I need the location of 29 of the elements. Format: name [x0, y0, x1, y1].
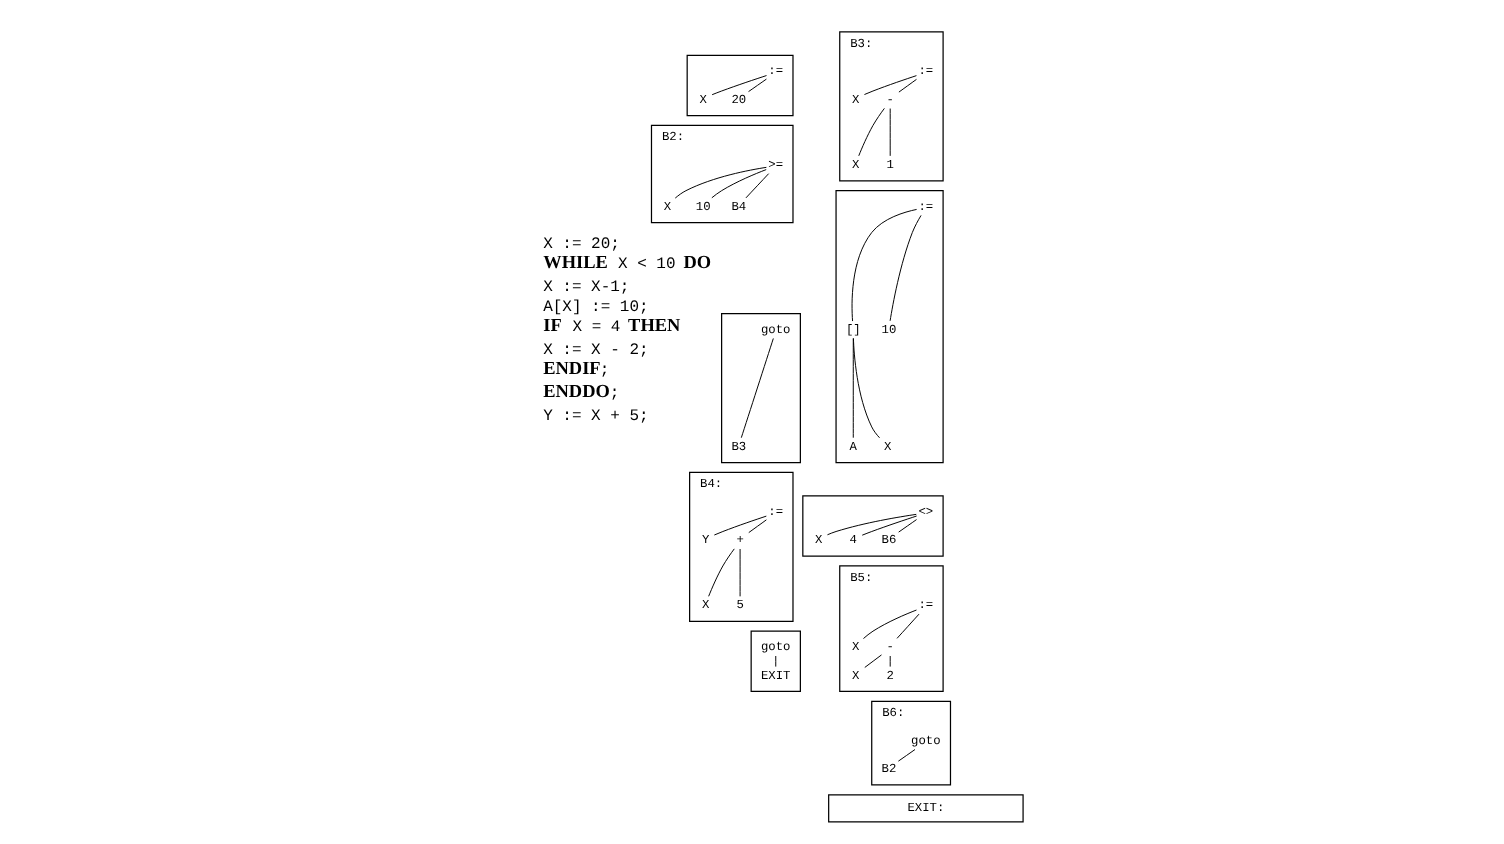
connector	[888, 214, 921, 322]
connector	[826, 513, 916, 536]
connector	[861, 609, 916, 640]
connector	[888, 108, 890, 157]
connector	[747, 78, 766, 93]
connector	[774, 655, 776, 668]
connector	[857, 107, 884, 157]
connector	[747, 519, 766, 534]
connector	[851, 337, 880, 439]
connector	[897, 519, 917, 533]
connector	[863, 654, 881, 668]
connector	[707, 548, 734, 597]
cluster	[720, 313, 800, 464]
connector	[710, 75, 766, 96]
connector	[860, 515, 917, 536]
connector	[888, 655, 890, 668]
connector	[896, 749, 915, 762]
connector	[862, 75, 916, 95]
connector	[710, 169, 766, 199]
connector	[850, 208, 917, 322]
connector	[895, 613, 919, 639]
cluster	[685, 54, 793, 117]
cluster	[834, 190, 943, 464]
connector	[712, 515, 766, 536]
cluster	[801, 495, 943, 557]
cluster	[749, 630, 800, 693]
connector	[744, 173, 769, 199]
connector	[897, 78, 916, 93]
connector	[673, 166, 766, 199]
